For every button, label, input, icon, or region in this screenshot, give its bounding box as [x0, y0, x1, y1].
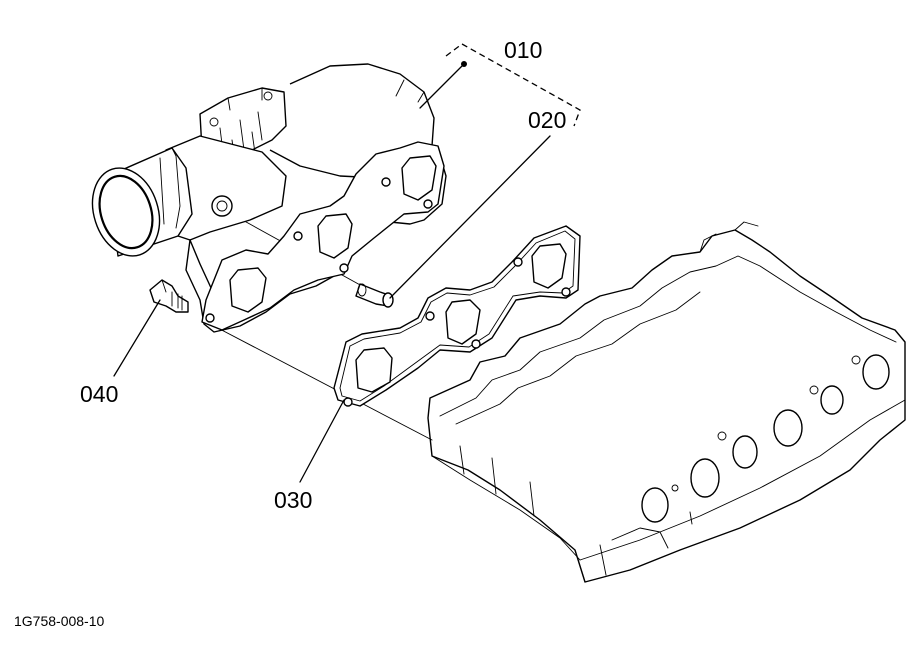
bolt [149, 279, 189, 313]
dowel-stud [355, 283, 394, 308]
drawing-code: 1G758-008-10 [14, 613, 105, 629]
manifold-gasket [333, 225, 581, 407]
leader-lines [113, 43, 581, 483]
callout-030: 030 [274, 487, 312, 513]
leader-040 [113, 299, 161, 377]
exhaust-manifold [91, 63, 447, 333]
leader-010 [419, 63, 465, 109]
cylinder-head [427, 221, 906, 583]
callout-010-bracket [445, 43, 581, 127]
callout-020: 020 [528, 107, 566, 133]
callout-010: 010 [504, 37, 542, 63]
leader-020 [389, 135, 551, 299]
callout-040: 040 [80, 381, 118, 407]
leader-030 [299, 399, 345, 483]
